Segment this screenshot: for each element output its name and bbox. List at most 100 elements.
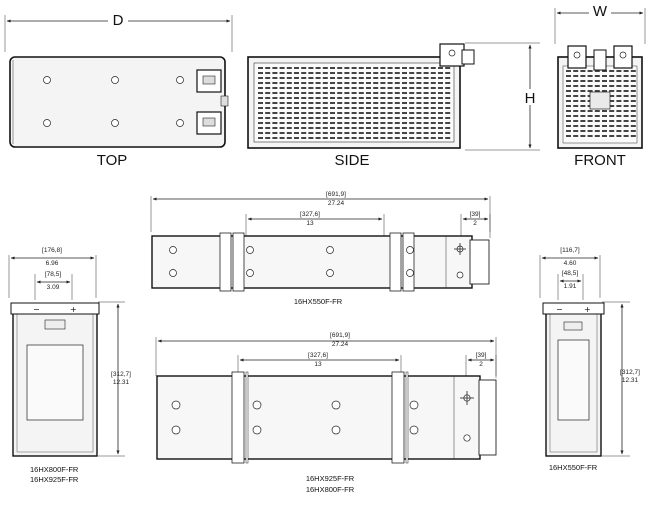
vent-slot bbox=[438, 117, 443, 119]
vent-slot bbox=[308, 107, 314, 109]
vent-slot bbox=[294, 102, 299, 104]
vent-slot bbox=[445, 127, 451, 129]
dimension-d-label: D bbox=[113, 12, 124, 29]
vent-slot bbox=[308, 67, 314, 69]
vent-slot bbox=[315, 117, 321, 119]
vent-slot bbox=[366, 72, 371, 74]
vent-slot bbox=[337, 112, 343, 114]
vent-slot bbox=[265, 87, 271, 89]
vent-slot bbox=[294, 137, 299, 139]
vent-slot bbox=[394, 97, 400, 99]
vent-slot bbox=[279, 132, 285, 134]
vent-slot bbox=[366, 122, 371, 124]
vent-slot bbox=[609, 125, 615, 127]
vent-slot bbox=[366, 117, 371, 119]
vent-slot bbox=[286, 107, 292, 109]
vent-slot bbox=[308, 117, 314, 119]
vent-slot bbox=[602, 80, 607, 82]
upper-term-in: 2 bbox=[473, 220, 477, 227]
upper-strap-left bbox=[219, 232, 232, 292]
vent-slot bbox=[416, 67, 422, 69]
vent-slot bbox=[258, 77, 263, 79]
vent-slot bbox=[430, 112, 436, 114]
vent-slot bbox=[402, 77, 407, 79]
vent-slot bbox=[272, 87, 278, 89]
vent-slot bbox=[566, 130, 571, 132]
vent-slot bbox=[358, 67, 364, 69]
vent-slot bbox=[394, 67, 400, 69]
top-view: D TOP bbox=[4, 12, 233, 169]
vent-slot bbox=[438, 87, 443, 89]
vent-slot bbox=[416, 107, 422, 109]
vent-slot bbox=[366, 82, 371, 84]
left-term-in: 3.09 bbox=[47, 284, 60, 291]
vent-slot bbox=[380, 107, 386, 109]
lower-term-in: 2 bbox=[479, 361, 483, 368]
vent-slot bbox=[358, 77, 364, 79]
vent-slot bbox=[573, 75, 579, 77]
vent-slot bbox=[279, 122, 285, 124]
vent-slot bbox=[344, 67, 350, 69]
vent-slot bbox=[630, 75, 636, 77]
vent-slot bbox=[380, 122, 386, 124]
vent-slot bbox=[315, 122, 321, 124]
vent-slot bbox=[315, 87, 321, 89]
vent-slot bbox=[308, 82, 314, 84]
vent-slot bbox=[580, 130, 586, 132]
vent-slot bbox=[330, 132, 335, 134]
vent-slot bbox=[602, 75, 607, 77]
vent-slot bbox=[308, 72, 314, 74]
vent-slot bbox=[409, 77, 415, 79]
vent-slot bbox=[373, 67, 379, 69]
vent-slot bbox=[609, 90, 615, 92]
vent-slot bbox=[301, 82, 307, 84]
left-end-label-area bbox=[26, 344, 84, 421]
vent-slot bbox=[294, 82, 299, 84]
lower-bolt-in: 13 bbox=[314, 361, 322, 368]
vent-slot bbox=[609, 70, 615, 72]
vent-slot bbox=[294, 112, 299, 114]
vent-slot bbox=[416, 72, 422, 74]
vent-slot bbox=[265, 92, 271, 94]
vent-slot bbox=[308, 97, 314, 99]
vent-slot bbox=[423, 67, 429, 69]
right-width-mm: [116,7] bbox=[560, 247, 580, 254]
vent-slot bbox=[423, 107, 429, 109]
vent-slot bbox=[430, 82, 436, 84]
vent-slot bbox=[286, 102, 292, 104]
vent-slot bbox=[351, 77, 357, 79]
vent-slot bbox=[387, 127, 393, 129]
upper-bolt-mm: [327,6] bbox=[300, 211, 320, 218]
vent-slot bbox=[616, 105, 622, 107]
vent-slot bbox=[322, 132, 328, 134]
vent-slot bbox=[337, 122, 343, 124]
vent-slot bbox=[430, 107, 436, 109]
vent-slot bbox=[394, 77, 400, 79]
vent-slot bbox=[358, 92, 364, 94]
upper-plan-view: [691,9] 27.24 [327,6] 13 [39] 2 16HX550F… bbox=[150, 191, 491, 306]
vent-slot bbox=[573, 70, 579, 72]
vent-slot bbox=[616, 90, 622, 92]
vent-slot bbox=[315, 92, 321, 94]
vent-slot bbox=[630, 95, 636, 97]
vent-slot bbox=[630, 80, 636, 82]
vent-slot bbox=[322, 102, 328, 104]
vent-slot bbox=[272, 67, 278, 69]
vent-slot bbox=[609, 80, 615, 82]
vent-slot bbox=[315, 97, 321, 99]
vent-slot bbox=[630, 125, 636, 127]
vent-slot bbox=[301, 112, 307, 114]
vent-slot bbox=[423, 77, 429, 79]
vent-slot bbox=[609, 135, 615, 137]
vent-slot bbox=[308, 112, 314, 114]
vent-slot bbox=[308, 127, 314, 129]
vent-slot bbox=[387, 67, 393, 69]
vent-slot bbox=[286, 82, 292, 84]
vent-slot bbox=[609, 120, 615, 122]
vent-slot bbox=[602, 120, 607, 122]
vent-slot bbox=[330, 127, 335, 129]
vent-slot bbox=[279, 72, 285, 74]
vent-slot bbox=[366, 92, 371, 94]
vent-slot bbox=[423, 122, 429, 124]
vent-slot bbox=[387, 92, 393, 94]
